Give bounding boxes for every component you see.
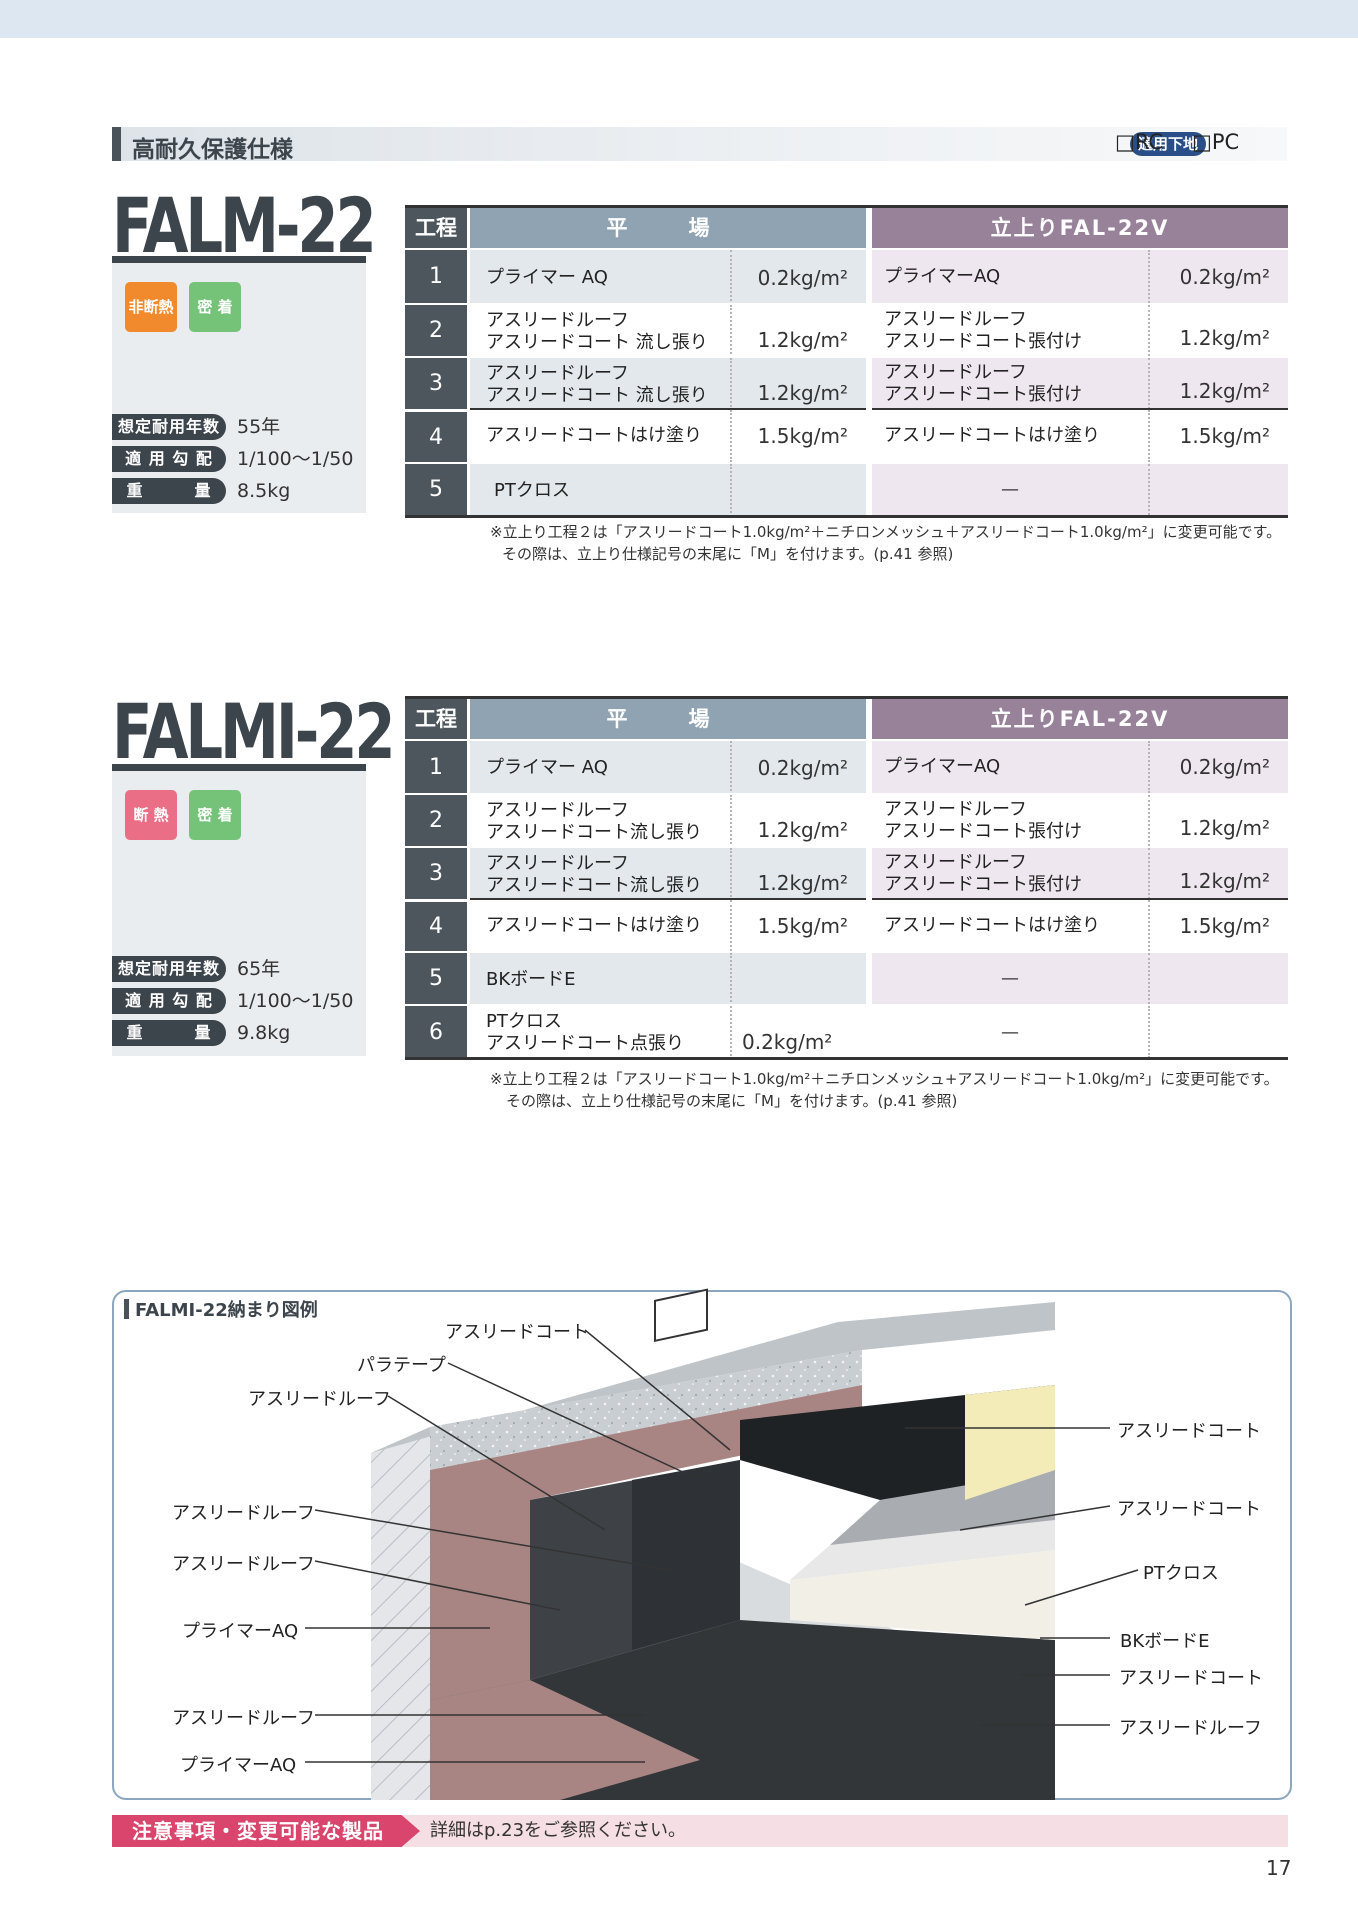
spec1-header-up: 立上りFAL-22V	[866, 208, 1288, 248]
diagram-title: FALMI-22納まり図例	[124, 1296, 318, 1322]
pt-cloth	[790, 1520, 1055, 1580]
section-header: 高耐久保護仕様 適用下地 □RC □PC	[112, 127, 1287, 163]
spec2-tag-adhered: 密 着	[189, 790, 241, 840]
caution-bar: 注意事項・変更可能な製品 詳細はp.23をご参照ください。	[112, 1815, 1288, 1847]
caution-text: 詳細はp.23をご参照ください。	[430, 1820, 687, 1841]
spec2-code-underline	[112, 764, 366, 771]
spec1-note-1: ※立上り工程２は「アスリードコート1.0kg/m²＋ニチロンメッシュ＋アスリード…	[490, 523, 1282, 541]
table-row: 5 BKボードE —	[405, 951, 1288, 1006]
substrate-option-rc: □RC	[1115, 130, 1164, 154]
spec1-header-flat: 平 場	[470, 208, 866, 248]
label-left-primer-1: プライマーAQ	[182, 1621, 299, 1642]
spec2-header-flat: 平 場	[470, 699, 866, 739]
substrate-badge: 適用下地	[1130, 132, 1207, 156]
spec2-header-step: 工程	[405, 699, 467, 739]
table-row: 5 PTクロス —	[405, 462, 1288, 517]
spec2-header-up: 立上りFAL-22V	[866, 699, 1288, 739]
parapet-cap	[371, 1302, 1055, 1453]
label-right-roof: アスリードルーフ	[1119, 1718, 1262, 1739]
spec1-note-2: その際は、立上り仕様記号の末尾に「M」を付けます。(p.41 参照)	[502, 545, 954, 563]
page-number: 17	[1266, 1856, 1292, 1880]
spec1-code: FALM-22	[112, 181, 377, 270]
spec2-note-2: その際は、立上り仕様記号の末尾に「M」を付けます。(p.41 参照)	[506, 1092, 958, 1110]
spec2-code: FALMI-22	[112, 687, 396, 776]
para-tape	[654, 1288, 708, 1342]
label-left-roof-3: アスリードルーフ	[172, 1708, 315, 1729]
roof-wall-layer-2	[632, 1460, 740, 1650]
brown-floor-strip	[430, 1680, 700, 1800]
spec1-tag-non-insulated: 非断熱	[125, 282, 177, 332]
spec2-note-1: ※立上り工程２は「アスリードコート1.0kg/m²＋ニチロンメッシュ+アスリード…	[490, 1070, 1279, 1088]
label-para-tape: パラテープ	[357, 1355, 446, 1376]
primer-wall	[430, 1385, 862, 1700]
spec1-code-underline	[112, 256, 366, 263]
substrate-option-pc: □PC	[1192, 130, 1240, 154]
label-left-primer-2: プライマーAQ	[180, 1755, 297, 1776]
label-right-pt-cloth: PTクロス	[1143, 1563, 1219, 1584]
section-header-bar	[112, 127, 121, 161]
top-band	[0, 0, 1358, 38]
label-right-bk-board: BKボードE	[1120, 1631, 1210, 1652]
yellow-board	[965, 1385, 1055, 1500]
concrete-wall	[371, 1427, 430, 1800]
spec1-header-step: 工程	[405, 208, 467, 248]
parapet-side	[430, 1350, 862, 1470]
label-right-coat-2: アスリードコート	[1117, 1499, 1261, 1520]
label-right-coat-1: アスリードコート	[1117, 1421, 1261, 1442]
spec1-tag-adhered: 密 着	[189, 282, 241, 332]
section-title: 高耐久保護仕様	[132, 137, 293, 163]
label-top-roof: アスリードルーフ	[248, 1389, 391, 1410]
label-left-roof-2: アスリードルーフ	[172, 1554, 315, 1575]
spec2-tag-insulated: 断 熱	[125, 790, 177, 840]
caution-badge: 注意事項・変更可能な製品	[112, 1815, 420, 1847]
label-top-coat: アスリードコート	[445, 1322, 589, 1343]
label-right-coat-3: アスリードコート	[1119, 1668, 1263, 1689]
label-left-roof-1: アスリードルーフ	[172, 1503, 315, 1524]
